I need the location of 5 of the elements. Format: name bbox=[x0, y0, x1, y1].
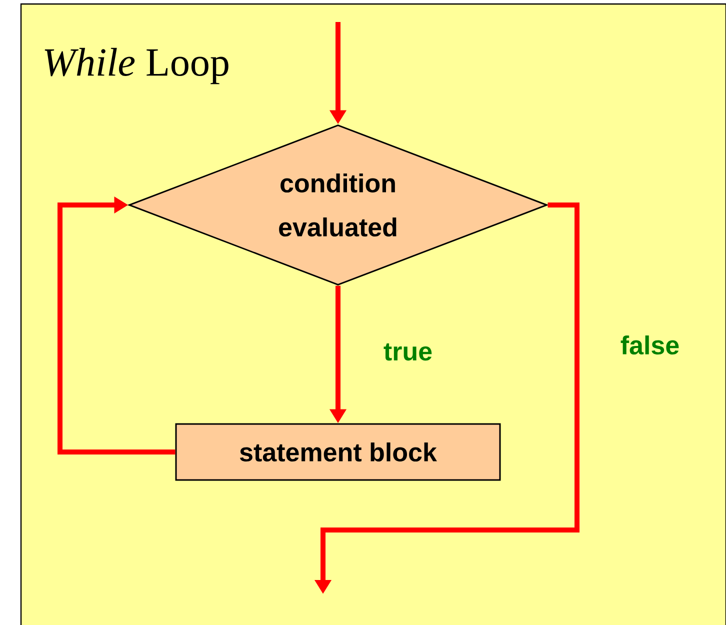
arrow bbox=[58, 196, 176, 454]
edge-label: true bbox=[382, 342, 434, 362]
edge-label: false bbox=[619, 334, 681, 356]
process-box: statement block bbox=[175, 423, 501, 481]
title: While Loop bbox=[44, 48, 228, 84]
